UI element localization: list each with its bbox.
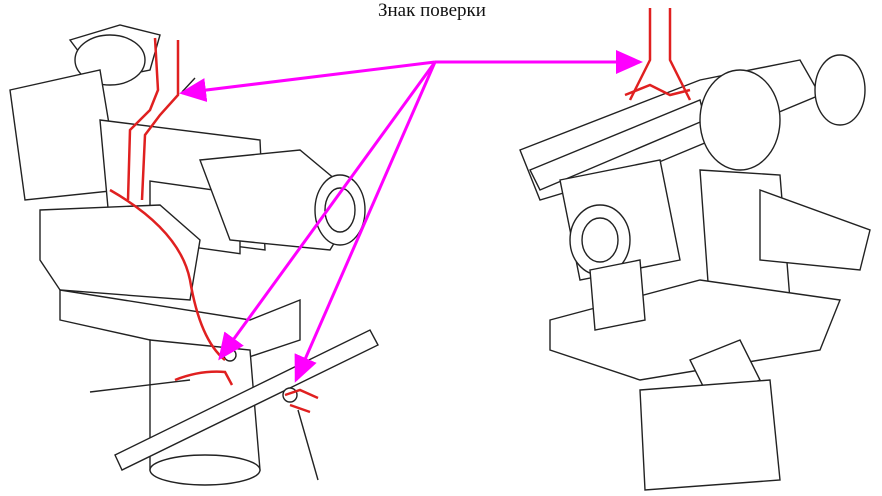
arrow-to-left-top-seal: [179, 60, 436, 102]
left-seals: [109, 37, 319, 414]
arrow-to-left-screw-seal: [294, 61, 437, 383]
right-seals: [624, 8, 692, 101]
right-valve-assembly: [519, 54, 871, 491]
caption-label: Знак поверки: [378, 0, 486, 21]
arrow-to-left-bottom-seal: [218, 61, 437, 361]
pointer-arrows: [179, 50, 643, 383]
left-valve-assembly: [9, 24, 379, 486]
